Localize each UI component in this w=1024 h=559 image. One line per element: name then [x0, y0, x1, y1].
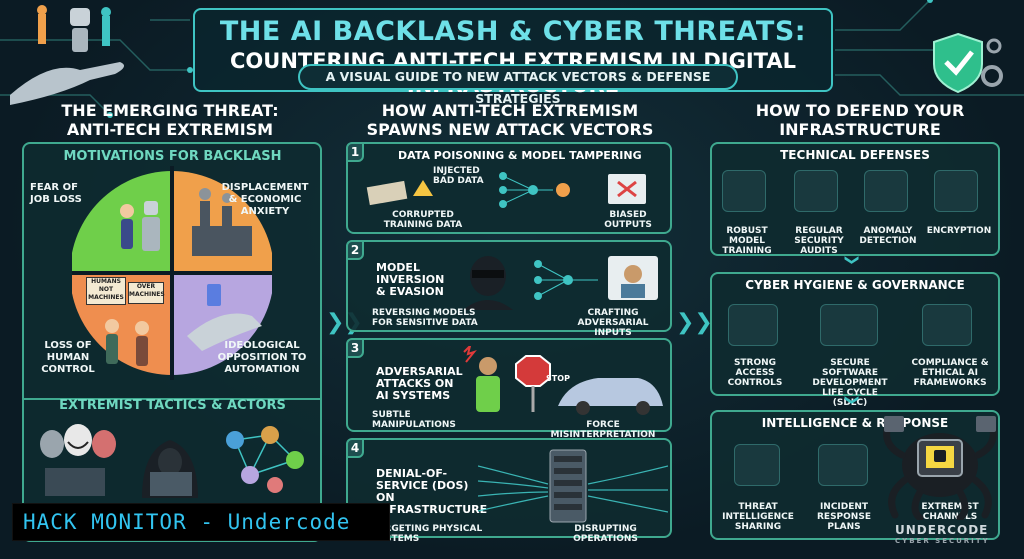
- quadrant-label-ideological: IDEOLOGICAL OPPOSITION TO AUTOMATION: [217, 340, 307, 375]
- divider: [22, 398, 322, 400]
- defense-item: SECURE SOFTWARE DEVELOPMENT LIFE CYCLE (…: [812, 358, 888, 408]
- vector-note-targeting: TARGETING PHYSICAL SYSTEMS: [372, 524, 483, 544]
- octopus-hacker-logo: [883, 416, 997, 520]
- vector-number: 1: [346, 142, 364, 162]
- left-heading: THE EMERGING THREAT: ANTI-TECH EXTREMISM: [40, 101, 300, 139]
- quadrant-label-job-loss: FEAR OF JOB LOSS: [30, 182, 82, 205]
- defense-item: STRONG ACCESS CONTROLS: [727, 358, 783, 388]
- defense-item: ANOMALY DETECTION: [859, 226, 917, 246]
- stop-sign-text: STOP: [546, 374, 570, 383]
- defense-item: COMPLIANCE & ETHICAL AI FRAMEWORKS: [911, 358, 989, 388]
- middle-heading: HOW ANTI-TECH EXTREMISM SPAWNS NEW ATTAC…: [365, 101, 655, 139]
- defense-item: THREAT INTELLIGENCE SHARING: [722, 502, 794, 532]
- vector-card-1: 1 DATA POISONING & MODEL TAMPERING INJEC…: [346, 142, 672, 234]
- defense-title: CYBER HYGIENE & GOVERNANCE: [745, 278, 965, 292]
- incident-alarm-icon: [818, 444, 868, 486]
- defense-item: REGULAR SECURITY AUDITS: [794, 226, 844, 256]
- right-heading: HOW TO DEFEND YOUR INFRASTRUCTURE: [730, 101, 990, 139]
- defense-item: ENCRYPTION: [926, 226, 992, 236]
- server-rack-icon: [478, 449, 668, 523]
- code-cycle-icon: [820, 304, 878, 346]
- vector-number: 4: [346, 438, 364, 458]
- middle-heading-line2: SPAWNS NEW ATTACK VECTORS: [366, 120, 654, 139]
- vector-note-biased: BIASED OUTPUTS: [604, 210, 652, 230]
- anomaly-chart-icon: [864, 170, 908, 212]
- quadrant-label-loss-control: LOSS OF HUMAN CONTROL: [41, 340, 95, 375]
- title-line1: THE AI BACKLASH & CYBER THREATS:: [219, 16, 807, 47]
- vector-note-reversing: REVERSING MODELS FOR SENSITIVE DATA: [372, 308, 478, 328]
- watermark-text: UNDERCODE: [895, 523, 989, 537]
- vector-card-2: 2 MODEL INVERSION & EVASION REVERSING MO…: [346, 240, 672, 338]
- vector-note-disrupting: DISRUPTING OPERATIONS: [573, 524, 638, 544]
- tactics-label: EXTREMIST TACTICS & ACTORS: [59, 398, 286, 413]
- access-lock-icon: [728, 304, 778, 346]
- chevron-right-icon: ❯❯: [676, 310, 713, 335]
- database-icon: [722, 170, 766, 212]
- protest-sign-humans: HUMANS NOT MACHINES: [86, 277, 126, 305]
- vector-note-corrupted: CORRUPTED TRAINING DATA: [383, 210, 463, 230]
- vector-title: MODEL INVERSION & EVASION: [376, 261, 445, 298]
- protest-sign-machines: OVER MACHINES: [128, 282, 165, 304]
- hacker-network-icon: [463, 256, 658, 310]
- audit-checklist-icon: [794, 170, 838, 212]
- neural-network-icon: [366, 172, 646, 208]
- chevron-down-icon: ❯: [843, 254, 860, 266]
- defense-item: ROBUST MODEL TRAINING: [722, 226, 772, 256]
- middle-heading-line1: HOW ANTI-TECH EXTREMISM: [381, 101, 639, 120]
- vector-note-force: FORCE MISINTERPRETATION: [550, 420, 656, 440]
- defense-item: EXTREMIST CHANNELS: [921, 502, 979, 522]
- vector-number: 3: [346, 338, 364, 358]
- vector-card-4: 4 DENIAL-OF-SERVICE (DoS) ON INFRASTRUCT…: [346, 438, 672, 544]
- vector-title: DATA POISONING & MODEL TAMPERING: [398, 149, 642, 162]
- extremist-actors-illustration: [40, 424, 304, 498]
- right-heading-line1: HOW TO DEFEND YOUR: [755, 101, 965, 120]
- vector-title: ADVERSARIAL ATTACKS ON AI SYSTEMS: [376, 365, 463, 402]
- defense-item: INCIDENT RESPONSE PLANS: [817, 502, 871, 532]
- subtitle: A VISUAL GUIDE TO NEW ATTACK VECTORS & D…: [298, 64, 738, 106]
- vector-number: 2: [346, 240, 364, 260]
- watermark: UNDERCODE CYBER SECURITY: [895, 523, 990, 545]
- vector-title: DENIAL-OF-SERVICE (DoS) ON INFRASTRUCTUR…: [376, 467, 488, 516]
- defense-hygiene: CYBER HYGIENE & GOVERNANCE STRONG ACCESS…: [710, 272, 1000, 408]
- defense-technical: TECHNICAL DEFENSES ROBUST MODEL TRAINING…: [710, 142, 1000, 256]
- chevron-down-icon: ❯: [843, 394, 860, 406]
- motivations-label: MOTIVATIONS FOR BACKLASH: [63, 149, 282, 164]
- robot-hand-illustration: [10, 5, 124, 105]
- vector-card-3: 3 ADVERSARIAL ATTACKS ON AI SYSTEMS STOP…: [346, 338, 672, 440]
- left-heading-line1: THE EMERGING THREAT:: [61, 101, 279, 120]
- vector-note-crafting: CRAFTING ADVERSARIAL INPUTS: [577, 308, 649, 338]
- hack-monitor-banner: HACK MONITOR - Undercode: [12, 503, 390, 541]
- vector-note-injected: INJECTED BAD DATA: [433, 166, 484, 186]
- left-heading-line2: ANTI-TECH EXTREMISM: [66, 120, 274, 139]
- watermark-subtext: CYBER SECURITY: [895, 537, 990, 545]
- defense-title: TECHNICAL DEFENSES: [780, 148, 930, 162]
- compliance-document-icon: [922, 304, 972, 346]
- lock-shield-icon: [934, 170, 978, 212]
- intel-sharing-icon: [734, 444, 780, 486]
- quadrant-label-displacement: DISPLACEMENT & ECONOMIC ANXIETY: [221, 182, 309, 217]
- stop-sign-car-illustration: [463, 346, 663, 415]
- right-heading-line2: INFRASTRUCTURE: [779, 120, 941, 139]
- vector-note-subtle: SUBTLE MANIPULATIONS: [372, 410, 456, 430]
- shield-check-icon: [933, 32, 1003, 94]
